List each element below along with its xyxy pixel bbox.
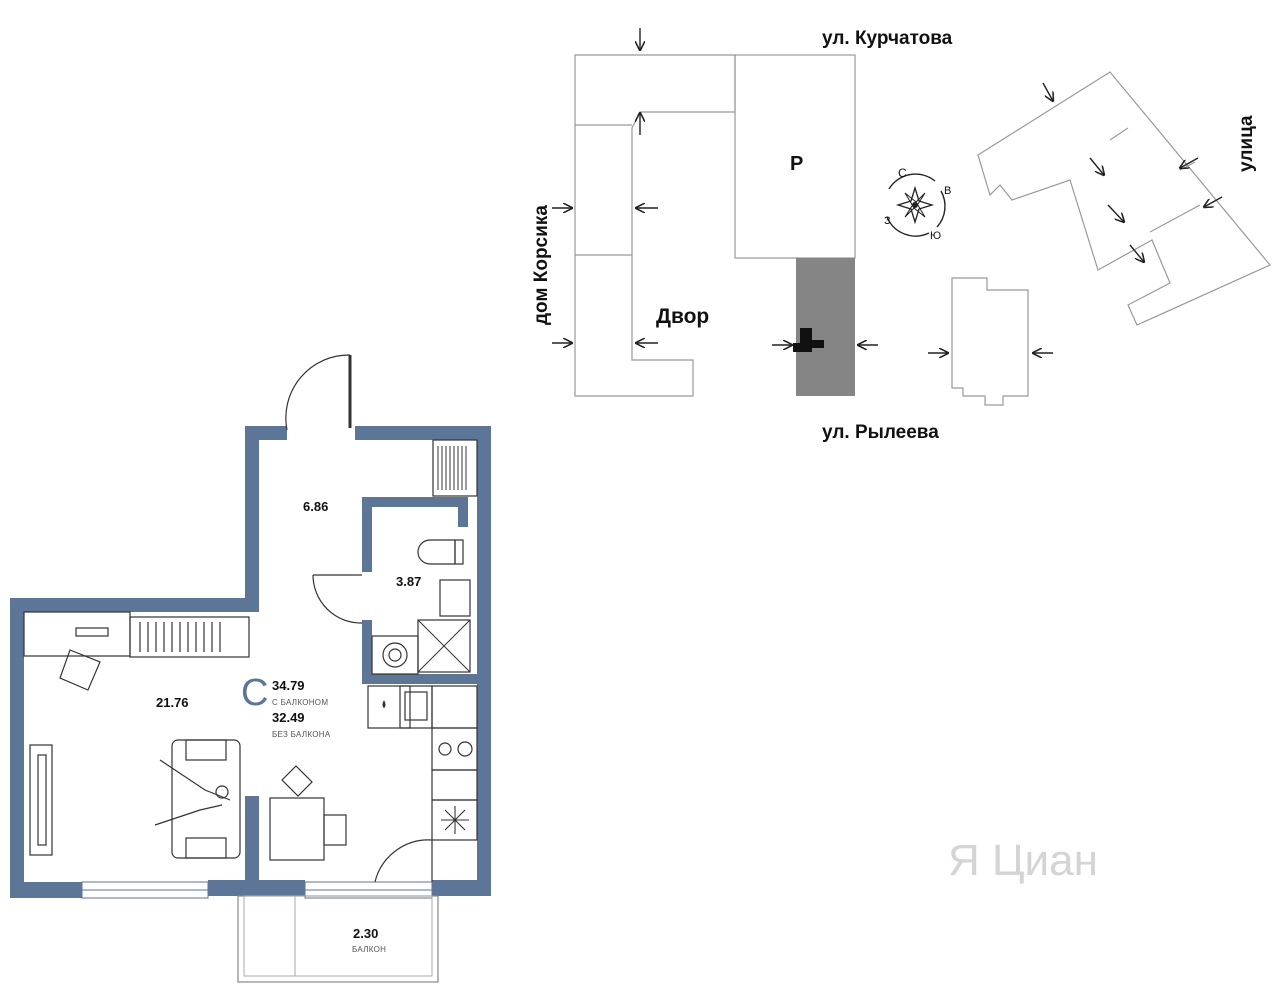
svg-text:Я: Я <box>948 836 980 885</box>
area-no-balcony-caption: БЕЗ БАЛКОНА <box>272 730 331 739</box>
building-parking <box>734 54 856 259</box>
yard-label: Двор <box>656 305 709 328</box>
bathroom-walls <box>362 497 477 684</box>
building-small <box>951 277 1029 406</box>
dining-table <box>269 765 347 861</box>
bathroom-door <box>312 574 363 624</box>
street-bottom: ул. Рылеева <box>822 422 939 443</box>
area-no-balcony: 32.49 <box>272 710 305 725</box>
compass-n: С <box>898 166 907 180</box>
unit-letter: С <box>241 672 268 714</box>
tv-unit <box>29 744 53 856</box>
floor-plan: 6.86 3.87 21.76 2.30 БАЛКОН С 34.79 С БА… <box>10 354 491 983</box>
building-current <box>796 258 855 396</box>
building-right <box>977 71 1271 326</box>
compass-w: З <box>884 215 891 227</box>
balcony-door <box>374 839 433 883</box>
bathroom-fixtures <box>371 539 471 675</box>
site-plan: С В Ю З ул. Курчатова ул. Рылеева дом Ко… <box>531 28 1271 443</box>
exterior-walls <box>10 426 491 898</box>
entrance-arrows <box>552 28 1223 353</box>
watermark-text: Циан <box>992 836 1098 885</box>
radiator-hall <box>432 439 478 497</box>
entrance-door <box>285 354 352 431</box>
street-left: дом Корсика <box>531 205 552 325</box>
entrance-marker <box>793 328 824 352</box>
parking-label: P <box>790 153 803 175</box>
total-area: 34.79 <box>272 678 305 693</box>
area-bathroom: 3.87 <box>396 574 421 589</box>
balcony <box>237 895 439 983</box>
total-area-caption: С БАЛКОНОМ <box>272 698 328 707</box>
street-top: ул. Курчатова <box>822 28 953 49</box>
wardrobe <box>129 616 250 658</box>
desk <box>23 611 131 691</box>
kitchen-counter <box>367 685 478 841</box>
area-living: 21.76 <box>156 695 189 710</box>
area-balcony: 2.30 <box>353 926 378 941</box>
sofa <box>154 739 241 859</box>
watermark-logo: Я Циан <box>948 836 1098 885</box>
area-hall: 6.86 <box>303 499 328 514</box>
street-right: улица <box>1236 115 1257 172</box>
compass-s: Ю <box>930 230 941 242</box>
compass-e: В <box>944 185 951 197</box>
balcony-caption: БАЛКОН <box>352 945 386 954</box>
compass-icon <box>886 173 946 237</box>
building-left <box>574 54 736 397</box>
